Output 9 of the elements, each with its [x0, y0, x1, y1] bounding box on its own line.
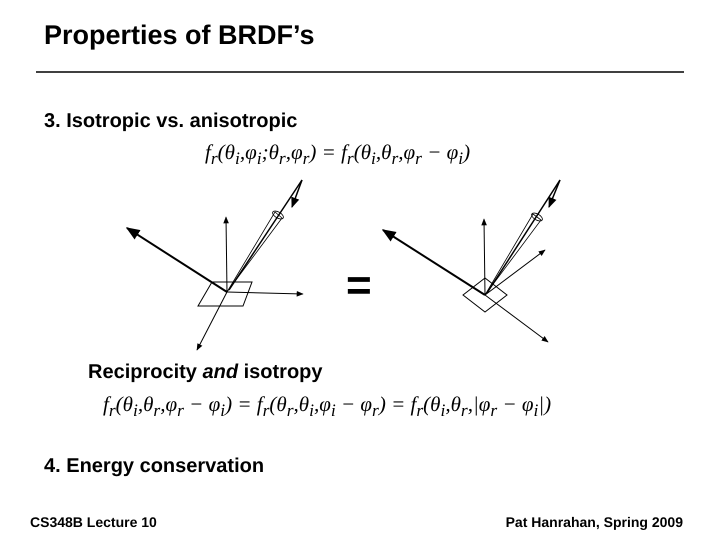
section-heading: 4. Energy conservation: [44, 455, 264, 478]
section-heading: 3. Isotropic vs. anisotropic: [44, 110, 298, 133]
slide-title: Properties of BRDF’s: [44, 20, 315, 51]
formula: f$_{r}$(θ$_{i}$,θ$_{r}$,φ$_{r}$ − φ$_{i}$) = f$_{r}$(θ$_{r}$,θ$_{i}$,φ$_{i}$ − φ$_{r}$) = f$_{r}$(θ$_{i}$,θ$_{r}$,|φ$_{r}$ − φ$_{i}$|): [103, 392, 552, 422]
equals-sign: =: [346, 264, 372, 308]
subheading: Reciprocity and isotropy: [88, 361, 322, 384]
formula: f$_{r}$(θ$_{i}$,φ$_{i}$;θ$_{r}$,φ$_{r}$) = f$_{r}$(θ$_{i}$,θ$_{r}$,φ$_{r}$ − φ$_{i}$): [205, 140, 470, 170]
footer-text: CS348B Lecture 10: [30, 514, 157, 530]
footer-text: Pat Hanrahan, Spring 2009: [506, 514, 683, 530]
